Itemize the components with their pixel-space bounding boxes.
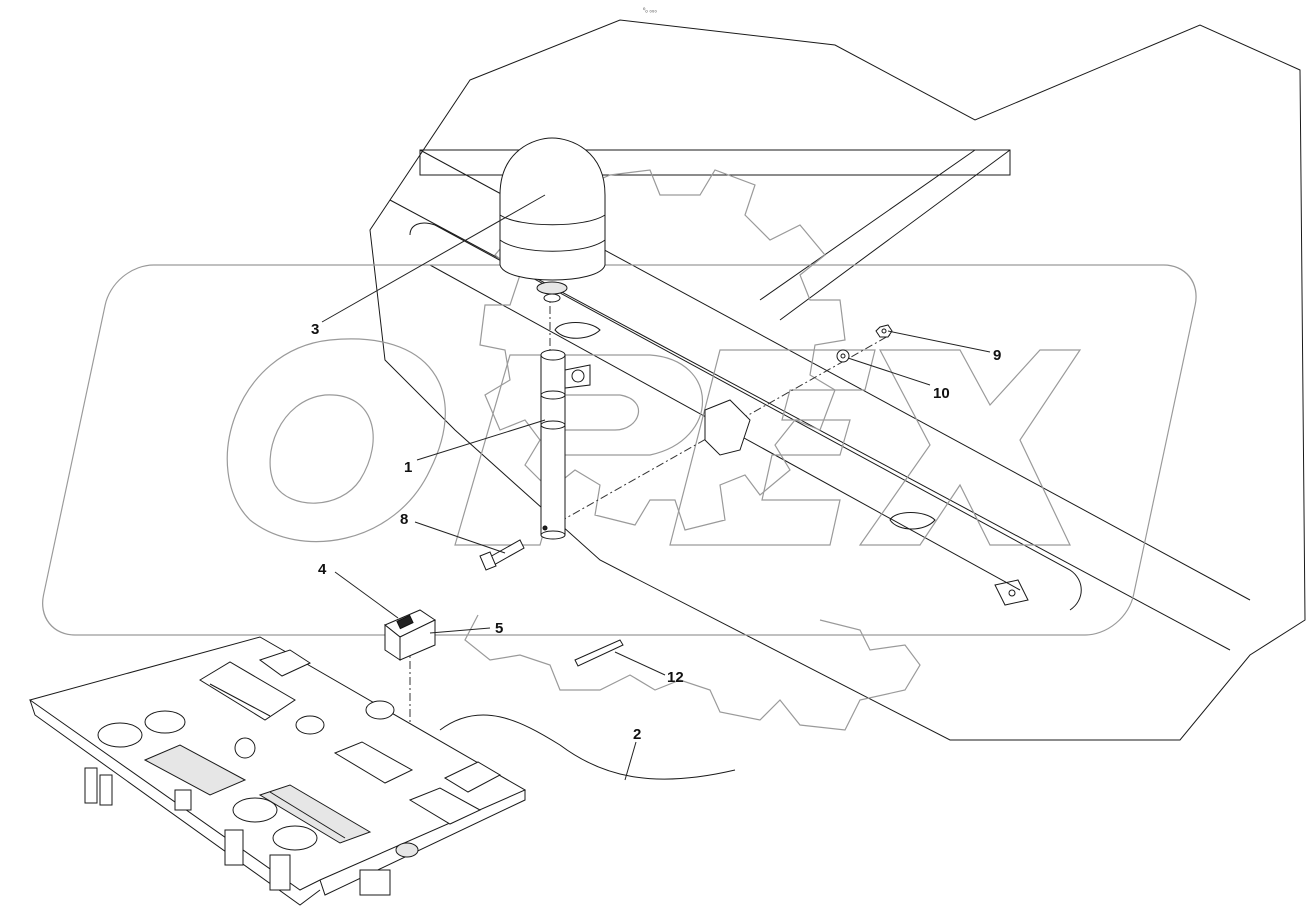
leader-lines <box>321 194 991 781</box>
callout-4: 4 <box>318 561 327 578</box>
screw <box>479 539 525 571</box>
control-panel <box>28 636 527 906</box>
callout-9: 9 <box>993 347 1001 364</box>
watermark-gear <box>479 169 846 531</box>
callout-10: 10 <box>933 385 950 402</box>
watermark-frame <box>42 264 1197 636</box>
rocker-switch <box>384 609 437 661</box>
mount-bracket <box>704 399 751 456</box>
callout-12: 12 <box>667 669 684 686</box>
nut <box>875 324 893 338</box>
drawing-reference: ⁰ₒ ₀₀₀ <box>643 7 657 14</box>
callout-3: 3 <box>311 321 319 338</box>
watermark-letters <box>226 338 1082 546</box>
washer <box>836 349 850 363</box>
pin <box>574 639 624 667</box>
rotating-beacon <box>499 137 606 303</box>
callout-5: 5 <box>495 620 503 637</box>
callout-8: 8 <box>400 511 408 528</box>
callout-1: 1 <box>404 459 412 476</box>
callout-2: 2 <box>633 726 641 743</box>
beacon-mast <box>540 349 591 540</box>
cable <box>439 714 736 780</box>
